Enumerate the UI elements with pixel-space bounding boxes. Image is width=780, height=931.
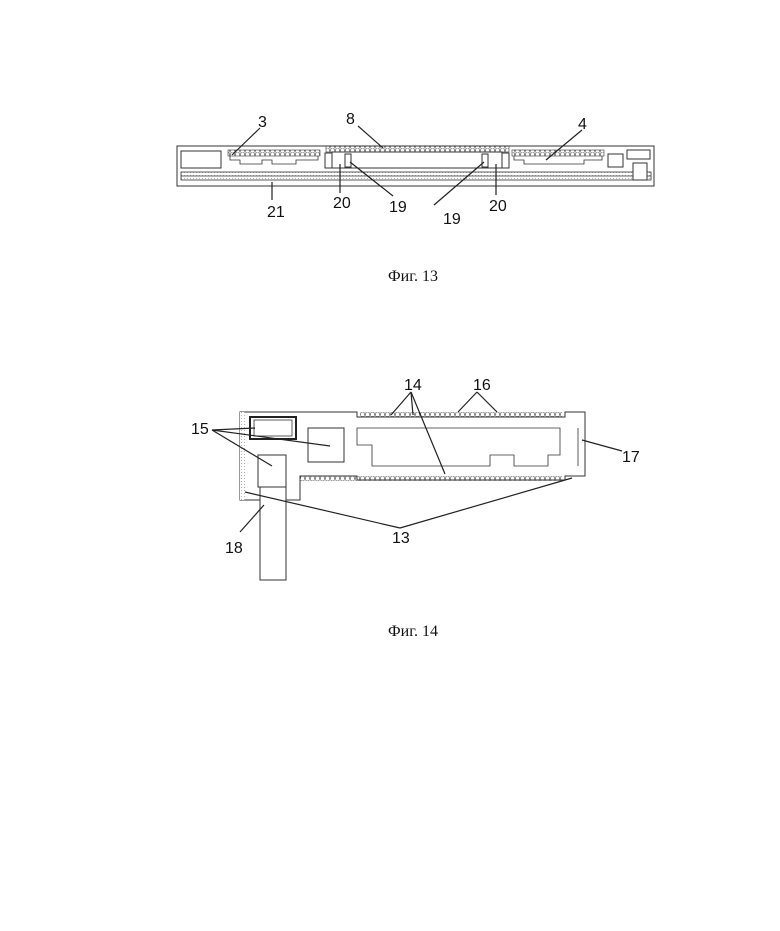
fig14-label-17: 17 [622, 449, 640, 466]
fig13-right-block-a [608, 154, 623, 167]
fig14-bottom-teeth [300, 476, 562, 481]
fig14-label-14: 14 [404, 377, 422, 394]
fig13-label-20-right: 20 [489, 198, 507, 215]
fig13-part-8 [326, 146, 509, 152]
fig13-label-4: 4 [578, 116, 587, 133]
fig13-part-19-left [345, 154, 351, 167]
fig14-label-16: 16 [473, 377, 491, 394]
fig13-right-block-b [627, 150, 650, 159]
figure-14: 14 16 15 17 18 13 Фиг. 14 [191, 377, 640, 640]
fig14-label-15: 15 [191, 421, 209, 438]
fig13-label-20-left: 20 [333, 195, 351, 212]
fig13-part-3 [228, 150, 320, 156]
fig14-label-18: 18 [225, 540, 243, 557]
fig13-label-8: 8 [346, 111, 355, 128]
figure-13: 3 8 4 21 20 19 19 20 Фиг. 13 [177, 111, 654, 285]
fig14-caption: Фиг. 14 [388, 623, 438, 640]
fig13-left-block [181, 151, 221, 168]
fig13-label-3: 3 [258, 114, 267, 131]
fig13-caption: Фиг. 13 [388, 268, 438, 285]
fig13-label-21: 21 [267, 204, 285, 221]
fig13-part-20-left [325, 153, 332, 168]
fig14-top-teeth [360, 412, 562, 417]
fig13-part-19-right [482, 154, 488, 167]
fig13-label-19-right: 19 [443, 211, 461, 228]
fig13-label-19-left: 19 [389, 199, 407, 216]
fig13-right-block-c [633, 163, 647, 180]
fig14-label-13: 13 [392, 530, 410, 547]
fig13-part-20-right [502, 153, 509, 168]
fig13-part-4 [512, 150, 604, 156]
